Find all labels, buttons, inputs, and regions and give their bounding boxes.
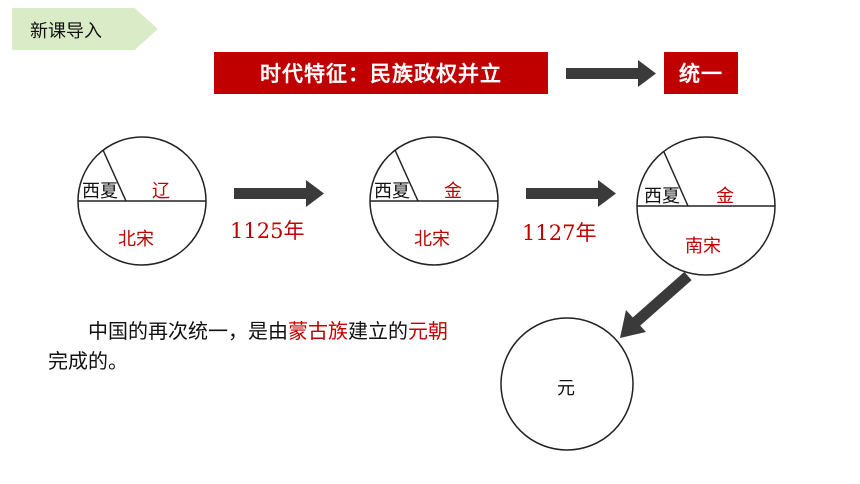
paragraph-highlight-yuan: 元朝 [408,319,448,343]
diagram-circle-final [500,317,634,451]
paragraph-highlight-mongol: 蒙古族 [288,319,348,343]
year-label-1: 1125年 [230,219,305,243]
era-feature-box: 时代特征：民族政权并立 [214,52,548,94]
unification-box: 统一 [664,52,738,94]
circle2-north-label: 金 [444,181,462,202]
intro-paragraph: 中国的再次统一，是由蒙古族建立的元朝完成的。 [48,316,458,376]
section-tag-label: 新课导入 [30,21,102,42]
diagram-circle-3 [636,136,776,276]
diagram-circle-2 [369,136,499,266]
circle3-west-label: 西夏 [644,186,680,207]
circle1-west-label: 西夏 [82,181,118,202]
circle3-south-label: 南宋 [685,236,721,257]
unification-arrow [620,271,692,338]
circle1-north-label: 辽 [152,181,170,202]
year-label-2: 1127年 [522,221,597,245]
circle2-west-label: 西夏 [374,181,410,202]
transition-arrow-1 [234,180,324,207]
transition-arrow-2 [526,180,616,207]
final-circle-label: 元 [557,378,575,399]
circle2-south-label: 北宋 [414,229,450,250]
diagram-circle-1 [77,136,207,266]
paragraph-part2: 建立的 [348,319,408,343]
paragraph-part1: 中国的再次统一，是由 [88,319,288,343]
header-arrow [566,60,656,87]
paragraph-part3: 完成的。 [48,349,128,373]
circle1-south-label: 北宋 [118,229,154,250]
section-tag: 新课导入 [12,8,158,50]
circle3-north-label: 金 [716,186,734,207]
